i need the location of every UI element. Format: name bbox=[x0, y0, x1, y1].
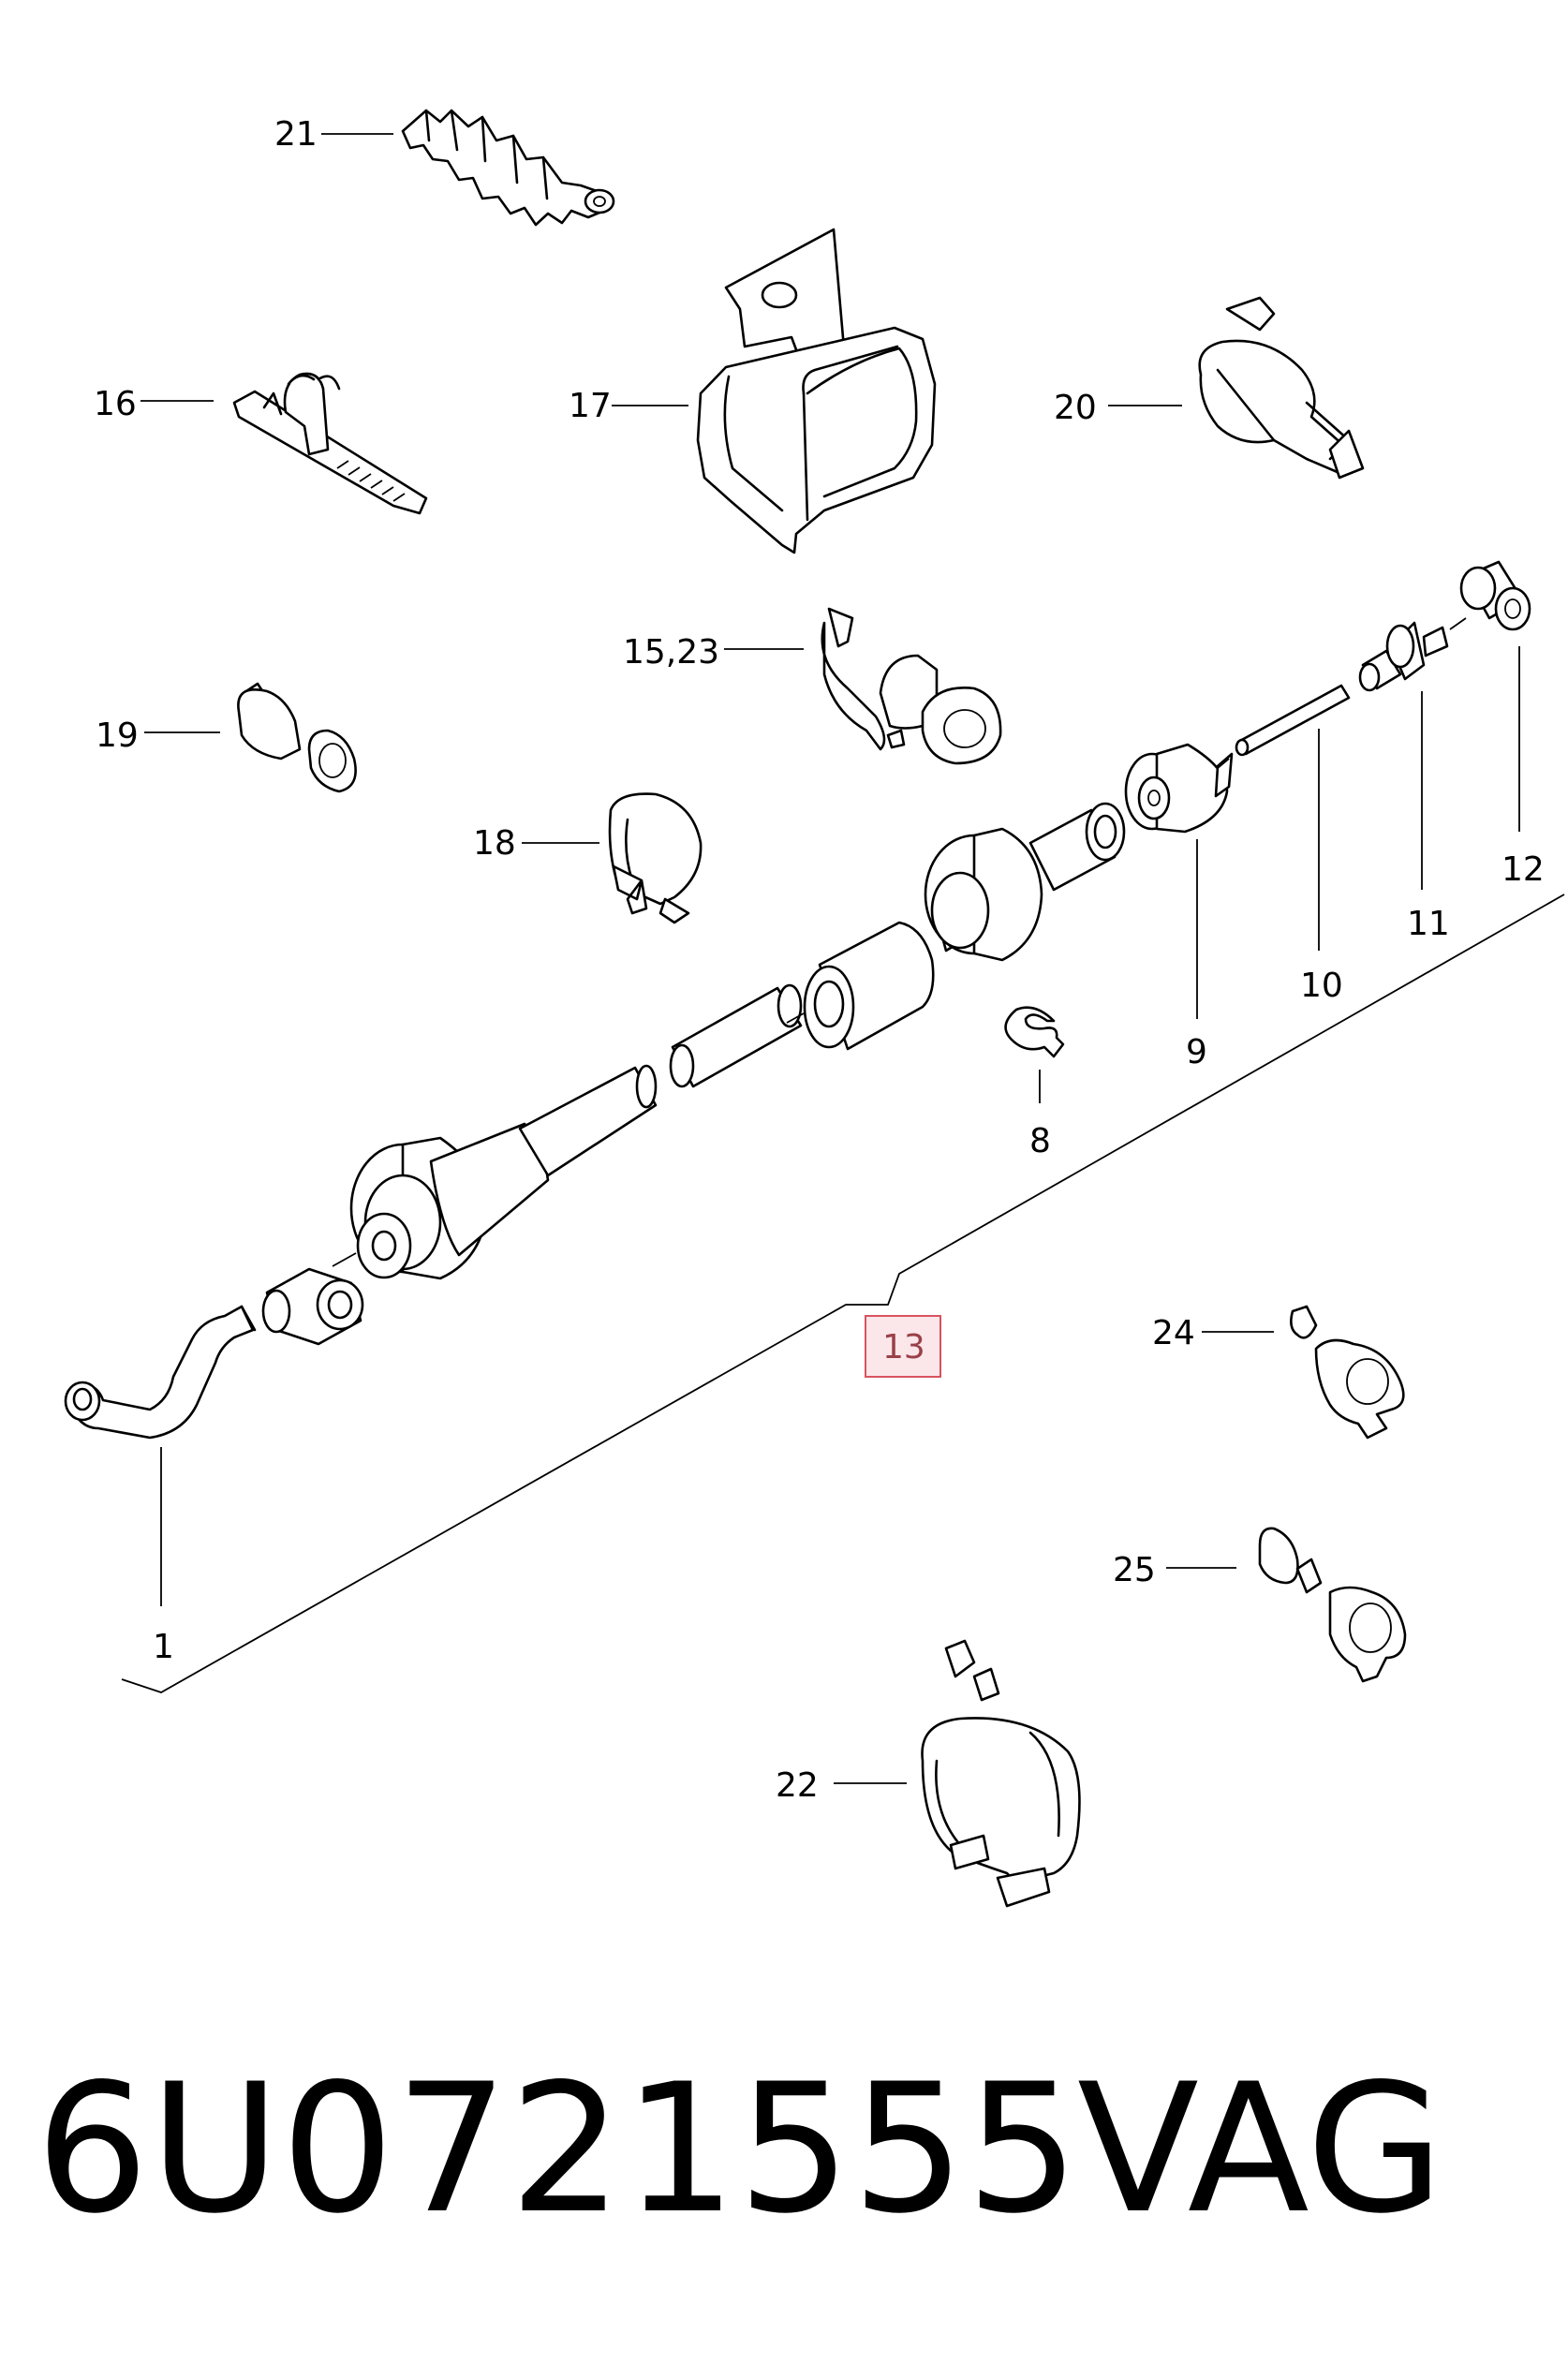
label-20: 20 bbox=[1054, 389, 1097, 427]
part-8-circlip bbox=[1004, 1006, 1065, 1058]
brand-name: VAG bbox=[1077, 2046, 1444, 2252]
label-8: 8 bbox=[1029, 1122, 1051, 1160]
part-24-clip bbox=[1290, 1305, 1405, 1440]
label-13: 13 bbox=[882, 1328, 925, 1366]
label-10: 10 bbox=[1300, 967, 1343, 1005]
label-25: 25 bbox=[1113, 1551, 1156, 1589]
label-12: 12 bbox=[1501, 850, 1545, 889]
label-18: 18 bbox=[473, 824, 516, 863]
part-18-clamp bbox=[608, 792, 703, 924]
label-22: 22 bbox=[776, 1766, 819, 1805]
part-25-clip bbox=[1258, 1527, 1407, 1683]
label-16: 16 bbox=[94, 385, 137, 423]
part-number: 6U0721555 bbox=[36, 2046, 1081, 2252]
label-17: 17 bbox=[569, 387, 612, 425]
leader-lines bbox=[121, 133, 1565, 1784]
label-13-highlight-box bbox=[865, 1315, 941, 1378]
label-21: 21 bbox=[274, 115, 318, 154]
part-13-cable-assembly bbox=[64, 560, 1531, 1440]
label-24: 24 bbox=[1152, 1314, 1195, 1352]
label-1: 1 bbox=[153, 1628, 174, 1666]
part-22-clamp bbox=[921, 1639, 1081, 1908]
part-labels: 21 16 17 20 15,23 19 18 12 11 10 9 8 13 … bbox=[94, 115, 1545, 1805]
part-20-clamp bbox=[1198, 296, 1365, 480]
label-15-23: 15,23 bbox=[623, 633, 719, 672]
part-21-clip-strip bbox=[401, 109, 615, 227]
part-16-cable-tie bbox=[232, 372, 428, 515]
part-19-double-clip bbox=[237, 682, 357, 793]
label-19: 19 bbox=[96, 716, 139, 755]
part-15-23-double-clip bbox=[821, 607, 1002, 765]
label-9: 9 bbox=[1186, 1033, 1207, 1071]
label-11: 11 bbox=[1407, 905, 1450, 943]
part-17-bracket bbox=[696, 228, 937, 554]
